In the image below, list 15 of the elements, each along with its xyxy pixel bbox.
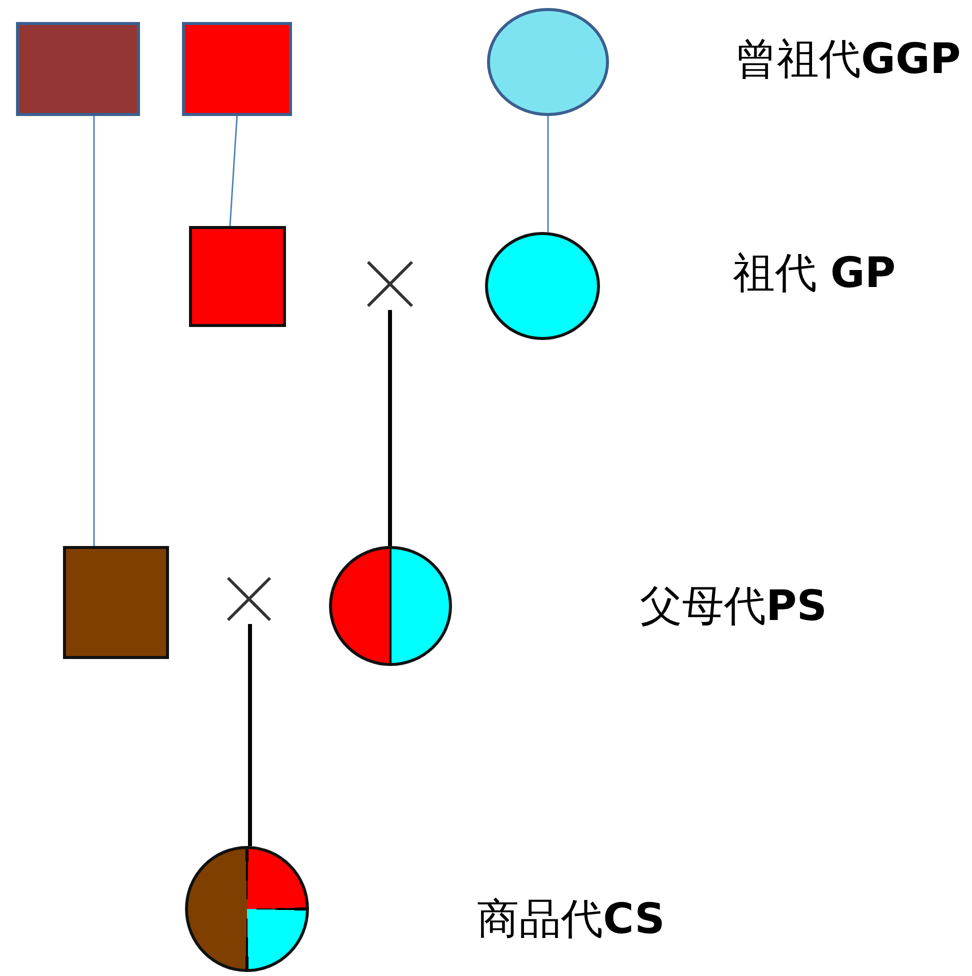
square-symbol [63, 546, 169, 659]
cross-mark [364, 258, 416, 310]
connector-line [248, 624, 252, 846]
connector-line [388, 310, 392, 546]
square-symbol [182, 22, 292, 116]
generation-label: 父母代PS [640, 583, 828, 630]
generation-label: 曾祖代GGP [735, 36, 961, 82]
connector-line [229, 116, 238, 226]
connector-line [93, 116, 95, 546]
generation-label: 商品代CS [477, 896, 665, 942]
cross-mark [224, 574, 274, 624]
generation-label: 祖代 GP [733, 250, 896, 296]
square-symbol [16, 22, 140, 116]
connector-line [547, 116, 549, 232]
square-symbol [189, 226, 286, 327]
